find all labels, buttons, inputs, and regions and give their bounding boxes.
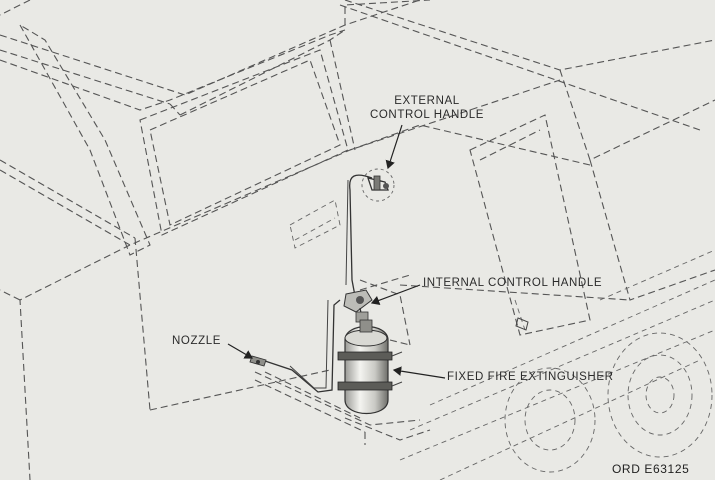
track-wheels — [399, 249, 715, 480]
external-control-handle — [361, 168, 395, 202]
fire-extinguisher-tank — [337, 319, 403, 414]
control-cable — [261, 174, 373, 393]
external-handle-leader — [385, 124, 403, 170]
internal-handle-leader — [370, 284, 421, 305]
cab-window — [18, 23, 349, 256]
fire-extinguisher-label: FIXED FIRE EXTINGUISHER — [447, 371, 614, 383]
figure-code: ORD E63125 — [612, 462, 690, 476]
external-label-line2: CONTROL HANDLE — [369, 109, 485, 121]
floor-rail — [254, 279, 431, 445]
internal-control-handle-label: INTERNAL CONTROL HANDLE — [423, 277, 603, 289]
nozzle-leader — [227, 343, 254, 359]
internal-control-handle — [343, 289, 373, 323]
nozzle-label: NOZZLE — [172, 335, 221, 347]
extinguisher-leader — [392, 366, 446, 379]
nozzle — [249, 355, 267, 367]
external-control-handle-label: EXTERNAL CONTROL HANDLE — [368, 94, 486, 122]
side-vent — [289, 199, 341, 249]
side-hatch — [469, 114, 591, 336]
external-label-line1: EXTERNAL — [394, 95, 460, 107]
leader-lines — [227, 124, 446, 379]
